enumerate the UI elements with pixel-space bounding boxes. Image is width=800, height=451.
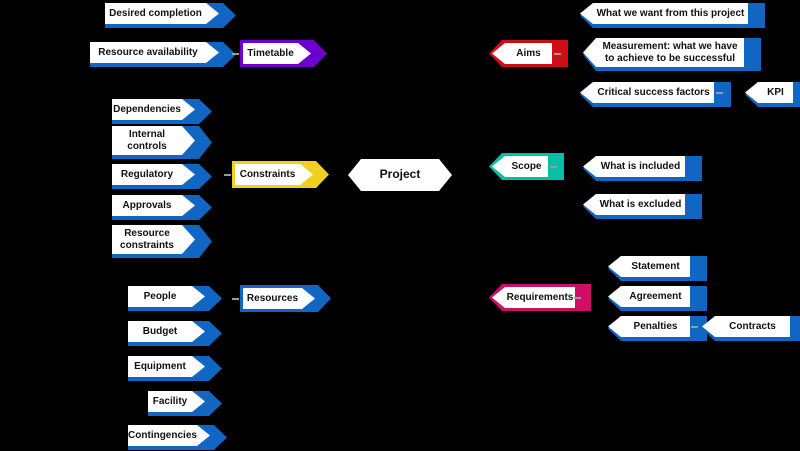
node-contingencies[interactable]: Contingencies (128, 425, 210, 446)
node-label: Internal controls (127, 129, 167, 152)
node-label: Resources (246, 292, 299, 304)
connector-tick-constraints (224, 174, 231, 176)
node-resource-constraints[interactable]: Resource constraints (112, 225, 195, 254)
node-internal-controls[interactable]: Internal controls (112, 126, 195, 155)
connector-tick-requirements (574, 297, 581, 299)
node-budget[interactable]: Budget (128, 321, 205, 342)
node-scope[interactable]: Scope (492, 156, 548, 177)
node-desired-completion[interactable]: Desired completion (105, 3, 219, 24)
node-measurement[interactable]: Measurement: what we have to achieve to … (583, 38, 744, 67)
node-people[interactable]: People (128, 286, 205, 307)
node-label: Dependencies (113, 103, 181, 115)
connector-tick-scope (550, 166, 557, 168)
node-constraints[interactable]: Constraints (235, 164, 313, 185)
node-label: People (143, 290, 177, 302)
node-resources[interactable]: Resources (243, 288, 315, 309)
node-label: Equipment (134, 360, 186, 372)
connector-tick-aims (554, 53, 561, 55)
node-critical-success-factors[interactable]: Critical success factors (580, 82, 714, 103)
node-contracts[interactable]: Contracts (702, 316, 790, 337)
node-label: Facility (152, 395, 188, 407)
node-label: KPI (767, 86, 784, 98)
node-label: Approvals (122, 199, 172, 211)
node-label: What is included (600, 160, 681, 172)
node-regulatory[interactable]: Regulatory (112, 164, 195, 185)
node-label: Agreement (629, 290, 682, 302)
node-label: Resource availability (98, 46, 198, 58)
node-label: Constraints (239, 168, 296, 180)
node-approvals[interactable]: Approvals (112, 195, 195, 216)
node-label: Regulatory (120, 168, 174, 180)
node-facility[interactable]: Facility (148, 391, 205, 412)
node-requirements[interactable]: Requirements (492, 287, 575, 308)
node-label: What we want from this project (596, 7, 745, 19)
node-label: Statement (631, 260, 680, 272)
node-label: Resource constraints (120, 228, 174, 251)
node-label: Penalties (633, 320, 678, 332)
connector-tick-kpi (716, 92, 723, 94)
node-dependencies[interactable]: Dependencies (112, 99, 195, 120)
node-label: Contingencies (128, 429, 197, 441)
node-label: Timetable (247, 47, 294, 59)
node-label: Requirements (506, 291, 574, 303)
node-label: Contracts (729, 320, 776, 332)
node-label: What is excluded (599, 198, 682, 210)
node-label: Measurement: what we have to achieve to … (602, 41, 738, 64)
node-resource-availability[interactable]: Resource availability (90, 42, 219, 63)
node-what-is-included[interactable]: What is included (583, 156, 685, 177)
node-label: Budget (142, 325, 178, 337)
node-label: Critical success factors (597, 86, 710, 98)
node-what-we-want[interactable]: What we want from this project (580, 3, 748, 24)
node-aims[interactable]: Aims (492, 43, 552, 64)
node-label: Project (379, 167, 421, 182)
node-project[interactable]: Project (348, 159, 452, 191)
node-kpi[interactable]: KPI (745, 82, 793, 103)
node-statement[interactable]: Statement (608, 256, 690, 277)
connector-tick-resources (232, 298, 239, 300)
node-what-is-excluded[interactable]: What is excluded (583, 194, 685, 215)
node-label: Desired completion (109, 7, 202, 19)
node-timetable[interactable]: Timetable (243, 43, 311, 64)
connector-tick-timetable (232, 53, 239, 55)
node-equipment[interactable]: Equipment (128, 356, 205, 377)
node-label: Aims (516, 47, 541, 59)
node-label: Scope (511, 160, 542, 172)
node-penalties[interactable]: Penalties (608, 316, 690, 337)
node-agreement[interactable]: Agreement (608, 286, 690, 307)
connector-tick-contracts (691, 326, 698, 328)
